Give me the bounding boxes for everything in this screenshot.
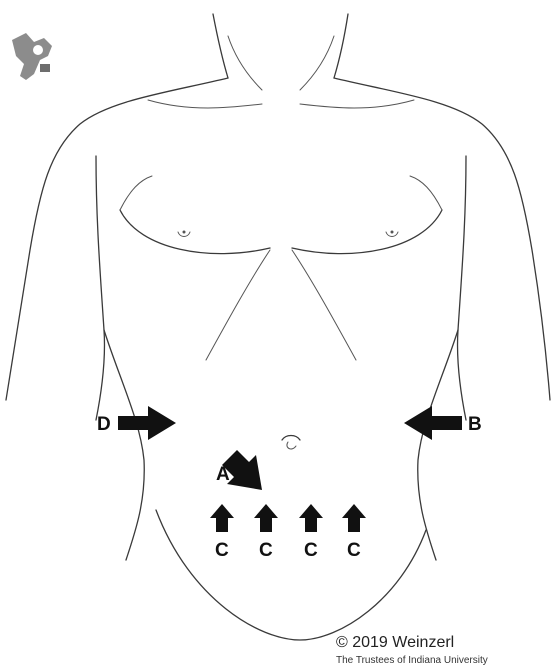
arrow-b-label: B (468, 414, 482, 435)
arrow-c-label: C (347, 540, 361, 561)
arrow-c-2: C (254, 504, 278, 561)
arrow-d: D (97, 406, 176, 440)
arrow-c-label: C (304, 540, 318, 561)
arrow-c-label: C (259, 540, 273, 561)
arrow-d-label: D (97, 414, 111, 435)
copyright-text: © 2019 Weinzerl (336, 634, 452, 652)
arrow-a-label: A (216, 464, 230, 485)
arrow-b: B (404, 406, 482, 440)
arrow-c-label: C (215, 540, 229, 561)
institution-text: The Trustees of Indiana University (336, 655, 452, 666)
arrow-c-1: C (210, 504, 234, 561)
arrow-c-4: C (342, 504, 366, 561)
arrow-a: A (216, 450, 262, 490)
torso-outline (6, 14, 550, 640)
arrow-c-3: C (299, 504, 323, 561)
surgical-device-logo-icon (12, 33, 52, 80)
